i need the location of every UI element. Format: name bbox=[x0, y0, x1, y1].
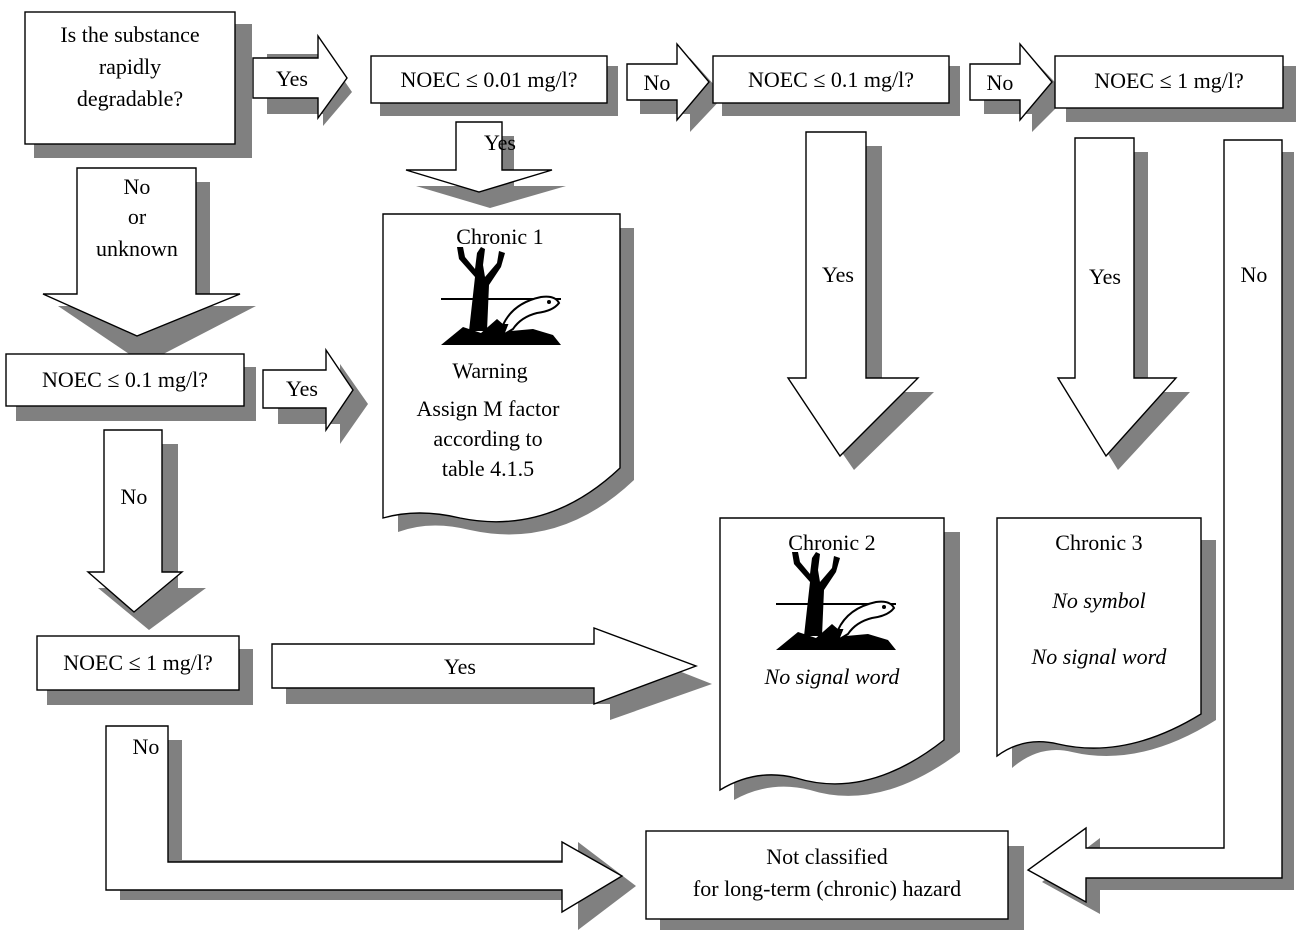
arrow-no-to-not-classified: No bbox=[1026, 139, 1283, 904]
chronic-1-title: Chronic 1 bbox=[456, 224, 543, 249]
arrow-yes-lower-to-chronic-2: Yes bbox=[271, 626, 699, 706]
svg-text:or: or bbox=[128, 204, 147, 229]
decision-nondegradable-noec-01: NOEC ≤ 0.1 mg/l? bbox=[5, 353, 245, 407]
not-classified-line-2: for long-term (chronic) hazard bbox=[693, 876, 961, 901]
svg-text:No: No bbox=[644, 70, 671, 95]
start-question-line-2: rapidly bbox=[99, 54, 161, 79]
arrow-no-or-unknown: No or unknown bbox=[42, 167, 241, 337]
svg-text:NOEC ≤ 0.1 mg/l?: NOEC ≤ 0.1 mg/l? bbox=[42, 367, 208, 392]
decision-noec-001: NOEC ≤ 0.01 mg/l? bbox=[370, 55, 608, 104]
decision-nondegradable-noec-1: NOEC ≤ 1 mg/l? bbox=[36, 635, 240, 691]
decision-degradable-noec-01: NOEC ≤ 0.1 mg/l? bbox=[712, 55, 950, 104]
arrow-yes-to-chronic-1: Yes bbox=[405, 121, 553, 193]
chronic-1-signal-word: Warning bbox=[452, 358, 527, 383]
chronic-1-note-line-3: table 4.1.5 bbox=[442, 456, 534, 481]
svg-text:NOEC ≤ 1 mg/l?: NOEC ≤ 1 mg/l? bbox=[63, 650, 213, 675]
svg-text:Yes: Yes bbox=[484, 130, 516, 155]
svg-text:No: No bbox=[121, 484, 148, 509]
chronic-1-box: Chronic 1 Warning Assign M factor accord… bbox=[382, 213, 621, 523]
chronic-3-symbol: No symbol bbox=[1051, 588, 1146, 613]
arrow-no-to-noec-01: No bbox=[626, 42, 710, 122]
svg-text:NOEC ≤ 1 mg/l?: NOEC ≤ 1 mg/l? bbox=[1094, 68, 1244, 93]
chronic-2-title: Chronic 2 bbox=[788, 530, 875, 555]
arrow-no-to-noec-1: No bbox=[969, 42, 1053, 122]
svg-text:unknown: unknown bbox=[96, 236, 178, 261]
chronic-2-box: Chronic 2 No signal word bbox=[719, 517, 945, 792]
chronic-3-title: Chronic 3 bbox=[1055, 530, 1142, 555]
svg-text:Yes: Yes bbox=[444, 654, 476, 679]
svg-text:NOEC ≤ 0.01 mg/l?: NOEC ≤ 0.01 mg/l? bbox=[400, 67, 577, 92]
arrow-no-to-lower-noec-1: No bbox=[86, 429, 184, 613]
start-question-line-1: Is the substance bbox=[60, 22, 199, 47]
not-classified-box: Not classified for long-term (chronic) h… bbox=[645, 830, 1009, 920]
svg-text:Yes: Yes bbox=[1089, 264, 1121, 289]
svg-text:No: No bbox=[1241, 262, 1268, 287]
svg-text:NOEC ≤ 0.1 mg/l?: NOEC ≤ 0.1 mg/l? bbox=[748, 67, 914, 92]
svg-text:No: No bbox=[987, 70, 1014, 95]
arrow-yes-to-noec-001: Yes bbox=[252, 33, 348, 121]
svg-text:Yes: Yes bbox=[822, 262, 854, 287]
chronic-3-signal-word: No signal word bbox=[1031, 644, 1168, 669]
not-classified-line-1: Not classified bbox=[766, 844, 888, 869]
chronic-3-box: Chronic 3 No symbol No signal word bbox=[996, 517, 1202, 758]
svg-text:No: No bbox=[124, 174, 151, 199]
start-question-box: Is the substance rapidly degradable? bbox=[24, 11, 236, 145]
chronic-1-note-line-2: according to bbox=[433, 426, 542, 451]
arrow-yes-lower-to-chronic-1: Yes bbox=[262, 347, 354, 433]
chronic-2-signal-word: No signal word bbox=[764, 664, 901, 689]
arrow-yes-to-chronic-2: Yes bbox=[786, 131, 920, 458]
svg-text:Yes: Yes bbox=[286, 376, 318, 401]
svg-text:Yes: Yes bbox=[276, 66, 308, 91]
chronic-1-note-line-1: Assign M factor bbox=[417, 396, 561, 421]
svg-text:No: No bbox=[133, 734, 160, 759]
arrow-yes-to-chronic-3: Yes bbox=[1056, 137, 1178, 458]
arrow-no-lower-to-not-classified: No bbox=[105, 725, 624, 914]
decision-degradable-noec-1: NOEC ≤ 1 mg/l? bbox=[1054, 55, 1284, 109]
start-question-line-3: degradable? bbox=[77, 86, 183, 111]
